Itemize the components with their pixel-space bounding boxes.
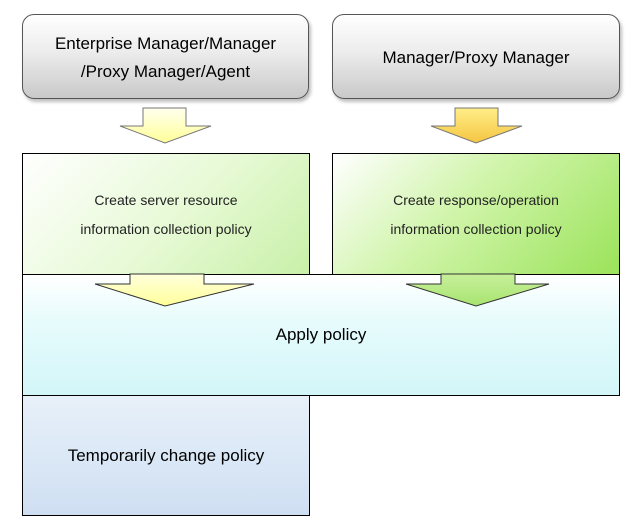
- role-label-line2: /Proxy Manager/Agent: [80, 62, 251, 81]
- step-temporarily-change-policy: Temporarily change policy: [22, 395, 310, 516]
- arrow-down-icon-apply-right: [405, 273, 550, 307]
- role-box-manager-proxy: Manager/Proxy Manager: [332, 14, 620, 99]
- step-label: Temporarily change policy: [67, 445, 265, 465]
- step-label: Apply policy: [275, 325, 367, 344]
- role-label: Manager/Proxy Manager: [382, 48, 570, 67]
- arrow-down-icon-left: [119, 107, 212, 144]
- step-line2: information collection policy: [80, 220, 252, 237]
- step-line1: Create server resource: [94, 191, 238, 208]
- arrow-down-icon-apply-left: [94, 273, 255, 307]
- step-line2: information collection policy: [390, 220, 562, 237]
- step-create-response-policy: Create response/operation information co…: [332, 153, 620, 275]
- step-apply-policy: Apply policy: [22, 274, 620, 396]
- role-label-line1: Enterprise Manager/Manager: [54, 34, 277, 53]
- role-box-enterprise-manager: Enterprise Manager/Manager /Proxy Manage…: [22, 14, 309, 99]
- step-create-server-policy: Create server resource information colle…: [22, 153, 310, 275]
- arrow-down-icon-right: [430, 107, 523, 144]
- step-line1: Create response/operation: [393, 191, 559, 208]
